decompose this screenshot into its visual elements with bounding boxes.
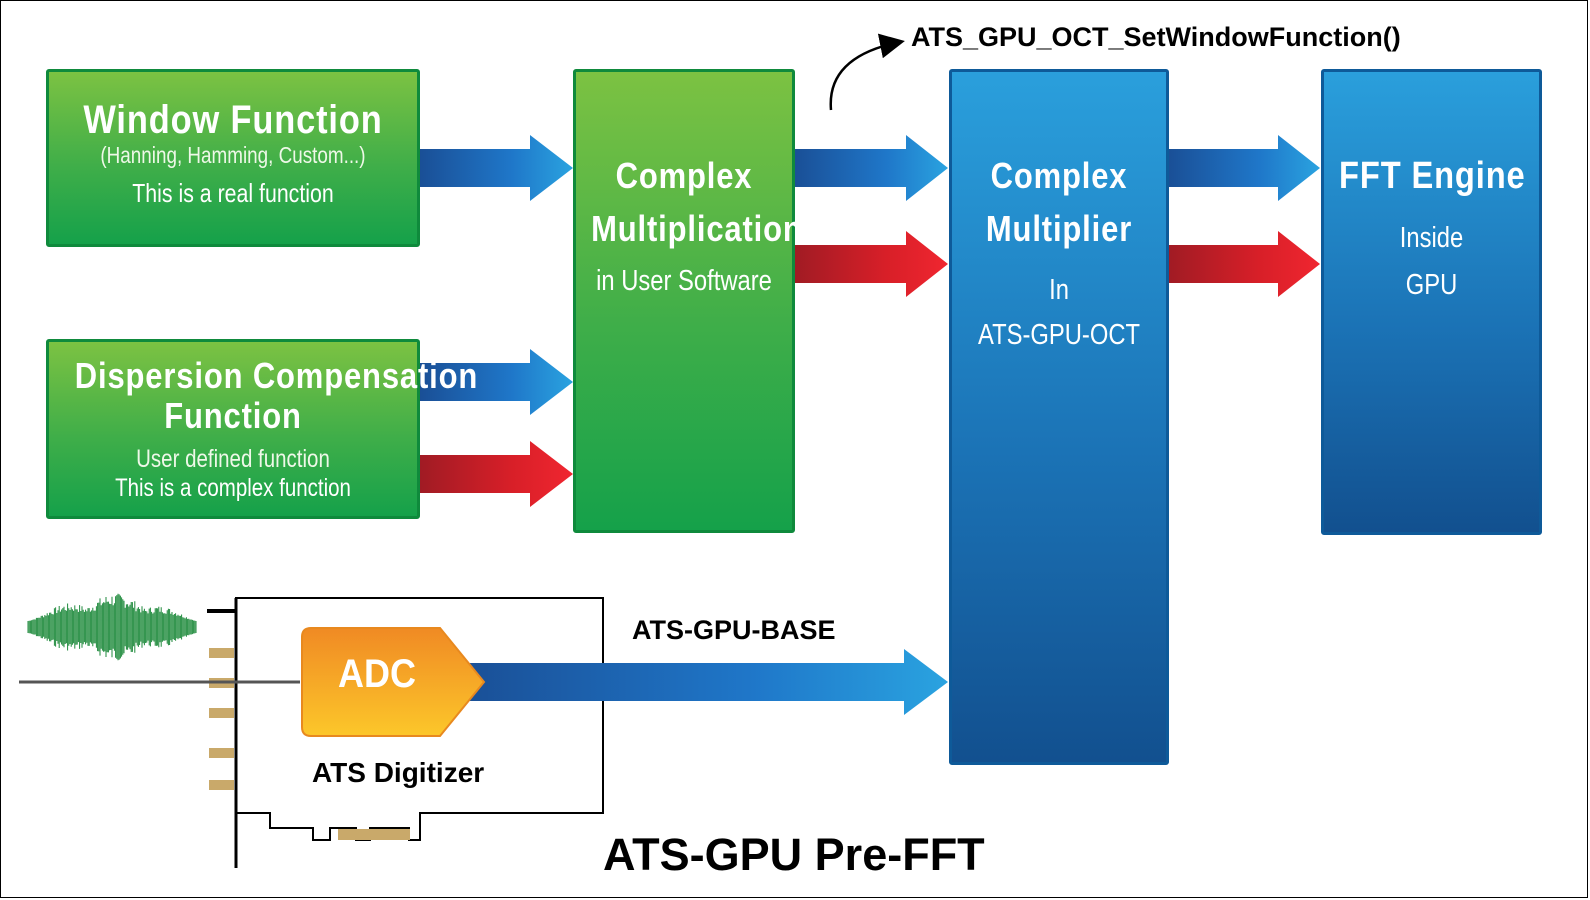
dispersion-title-line2: Function [164,395,302,436]
window-function-title: Window Function [83,98,383,142]
arrow-multiplier-real [1168,135,1320,201]
arrow-mult-real [794,135,948,201]
fft-engine-note-line1: Inside [1399,222,1464,254]
waveform-icon [27,593,197,661]
fft-engine-note-line2: GPU [1405,269,1458,301]
dispersion-title-line1: Dispersion Compensation [74,355,479,396]
dispersion-compensation-box: Dispersion Compensation Function User de… [46,339,479,519]
complex-multiplication-note: in User Software [596,265,772,297]
api-call-label: ATS_GPU_OCT_SetWindowFunction() [911,22,1401,52]
diagram-caption: ATS-GPU Pre-FFT [603,829,985,880]
complex-multiplier-note-line2: ATS-GPU-OCT [977,319,1141,351]
arrow-window-to-mult [420,135,573,201]
adc-label: ADC [337,652,416,696]
complex-multiplier-note-line1: In [1049,274,1069,306]
complex-multiplication-title-line1: Complex [615,155,753,196]
arrow-multiplier-imag [1168,231,1320,297]
digitizer-label: ATS Digitizer [312,757,485,788]
adc-block [301,627,486,737]
curved-arrow-icon [829,33,905,111]
waveform-path [27,593,197,661]
arrow-mult-imag [794,231,948,297]
dispersion-note-line2: This is a complex function [115,474,351,502]
arrow-dispersion-imag [420,441,573,507]
complex-multiplication-title-line2: Multiplication [591,208,803,249]
window-function-note: This is a real function [132,178,334,208]
arrow-base-to-multiplier [462,649,948,715]
arrow-dispersion-real [420,349,573,415]
dispersion-note-line1: User defined function [136,445,330,473]
complex-multiplier-title-line1: Complex [990,155,1128,196]
fft-engine-box: FFT Engine Inside GPU [1321,69,1542,535]
complex-multiplication-box: Complex Multiplication in User Software [573,69,803,533]
complex-multiplier-box: Complex Multiplier In ATS-GPU-OCT [949,69,1169,765]
window-function-subtitle: (Hanning, Hamming, Custom...) [100,142,366,168]
fft-engine-title: FFT Engine [1339,155,1526,197]
base-link-label: ATS-GPU-BASE [632,615,836,645]
window-function-box: Window Function (Hanning, Hamming, Custo… [46,69,420,247]
complex-multiplier-title-line2: Multiplier [985,208,1133,249]
